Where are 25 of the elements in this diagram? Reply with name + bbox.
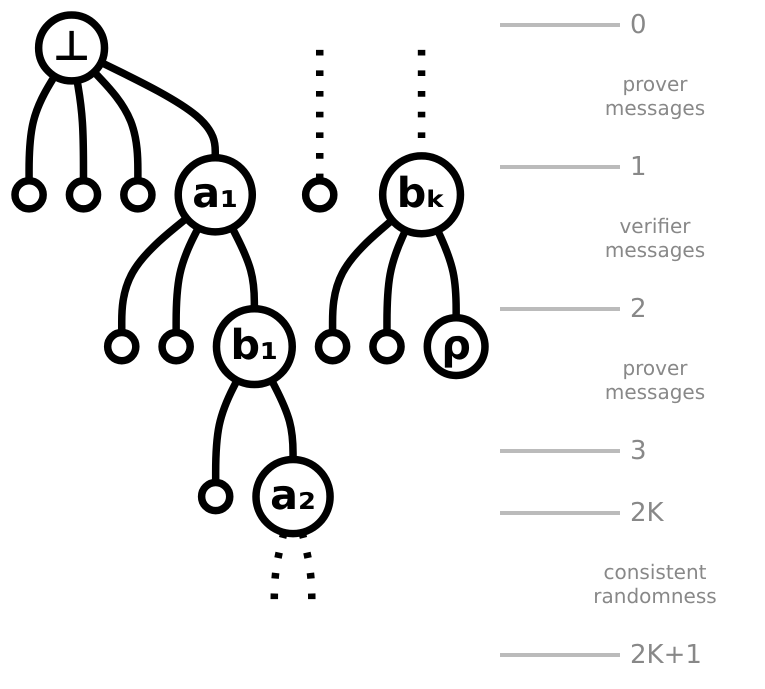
node-circle: b₁ <box>212 304 296 388</box>
level-number: 1 <box>500 152 760 182</box>
level-number: 2K+1 <box>500 640 760 670</box>
node-circle <box>120 176 156 213</box>
level-number: 2K <box>500 498 760 528</box>
node-circle <box>11 176 47 213</box>
level-number: 3 <box>500 436 760 466</box>
node-circle <box>158 328 194 364</box>
level-number: 2 <box>500 294 760 324</box>
round-note: prover messages <box>604 356 706 404</box>
node-circle <box>302 176 338 213</box>
round-note: verifier messages <box>604 214 706 262</box>
node-circle: ρ <box>424 314 489 380</box>
node-circle <box>66 176 102 213</box>
level-number: 0 <box>500 10 760 40</box>
node-circle: ⊥ <box>34 11 108 85</box>
round-note: consistent randomness <box>592 560 718 608</box>
node-circle: a₂ <box>252 456 334 538</box>
round-note: prover messages <box>604 72 706 120</box>
node-circle <box>314 328 350 364</box>
node-circle <box>369 328 405 364</box>
node-circle: a₁ <box>174 154 256 236</box>
node-circle <box>104 328 140 364</box>
node-circle <box>198 478 234 514</box>
node-circle: bₖ <box>378 152 464 238</box>
